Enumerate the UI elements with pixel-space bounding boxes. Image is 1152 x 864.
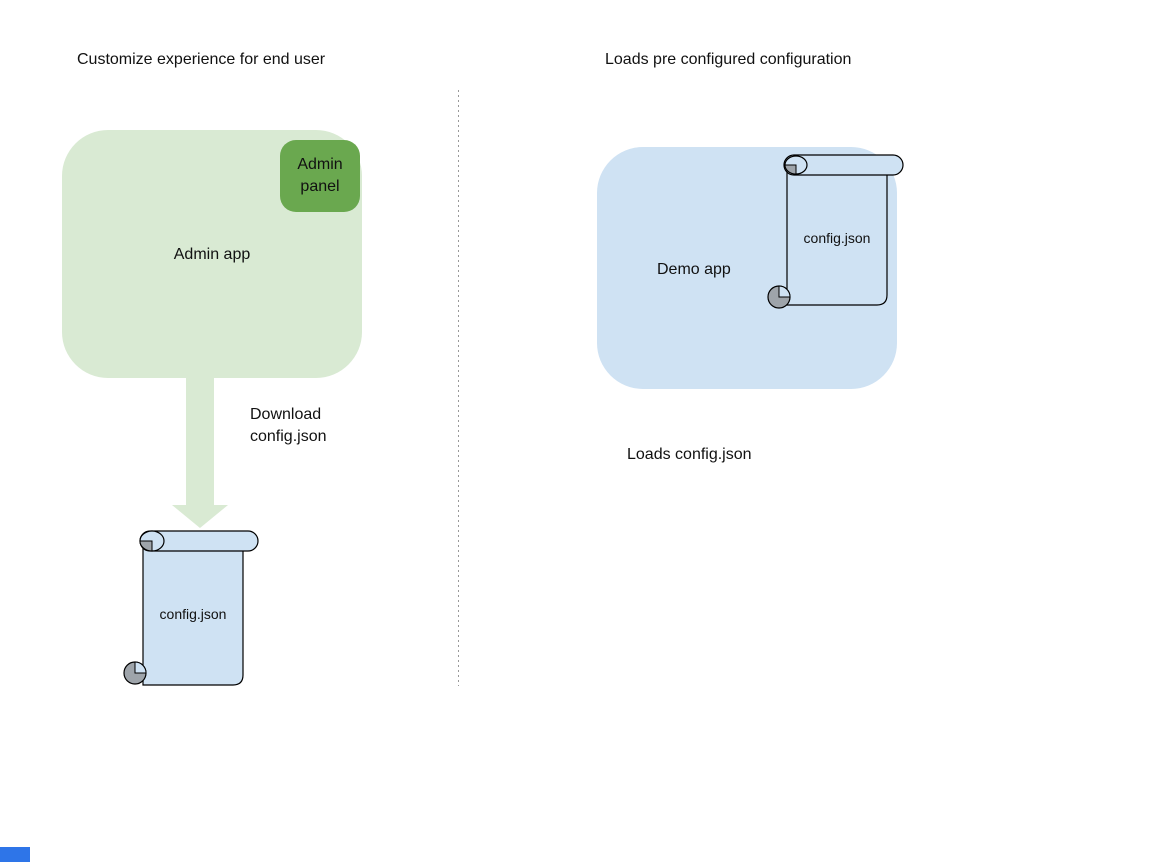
section-divider-line [458,90,460,686]
scroll-top-roll [783,154,904,176]
admin-app-label: Admin app [173,246,251,263]
admin-panel-label: Admin panel [297,156,343,195]
admin-panel-box: Admin panel [280,140,360,212]
loads-caption: Loads config.json [627,446,752,463]
scroll-top-curl-shade [784,164,797,175]
demo-app-label: Demo app [657,261,731,278]
config-file-label-left: config.json [159,606,227,622]
scroll-top-curl-shade [139,540,153,552]
corner-blue-mark [0,847,30,862]
download-caption: Download config.json [250,406,327,445]
config-file-label-right: config.json [803,230,871,246]
scroll-body [142,540,244,686]
download-arrow-shape [172,378,228,528]
download-arrow [172,378,228,528]
scroll-bottom-curl-notch [134,661,147,674]
scroll-body [786,161,888,306]
config-scroll-left [123,530,259,686]
left-section-title: Customize experience for end user [77,51,326,68]
config-scroll-right [767,154,904,309]
right-section-title: Loads pre configured configuration [605,51,852,68]
scroll-bottom-curl-notch [778,285,791,298]
